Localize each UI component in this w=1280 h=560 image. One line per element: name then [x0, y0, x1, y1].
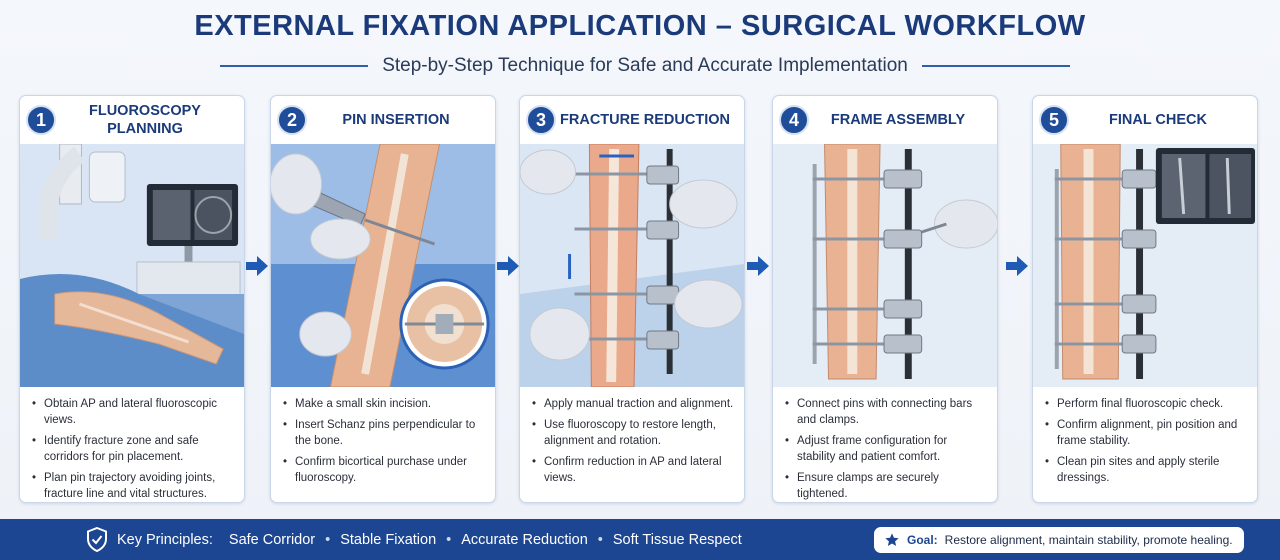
goal-label: Goal: — [907, 533, 938, 547]
step-title-line: FINAL CHECK — [1108, 112, 1207, 128]
step-card-pin-insertion: 2 PIN INSERTION Make a small ski — [270, 95, 496, 503]
step-bullets: Perform final fluoroscopic check. Confir… — [1033, 396, 1257, 491]
separator: • — [446, 531, 452, 548]
subtitle-row: Step-by-Step Technique for Safe and Accu… — [220, 54, 1071, 78]
arrow-right-icon — [1006, 256, 1028, 276]
page-subtitle: Step-by-Step Technique for Safe and Accu… — [382, 55, 908, 76]
star-icon — [885, 533, 899, 546]
arrow-right-icon — [747, 256, 769, 276]
divider-right — [921, 65, 1071, 67]
step-header: 5 FINAL CHECK — [1033, 96, 1257, 144]
list-item: Obtain AP and lateral fluoroscopic views… — [32, 396, 234, 428]
shield-check-icon — [87, 527, 107, 552]
step-card-final-check: 5 FINAL CHECK Perform fin — [1032, 95, 1258, 503]
pin-insertion-illustration — [271, 144, 495, 387]
list-item: Identify fracture zone and safe corridor… — [32, 433, 234, 465]
list-item: Ensure clamps are securely tightened. — [785, 470, 987, 502]
list-item: Confirm alignment, pin position and fram… — [1045, 417, 1247, 449]
step-bullets: Connect pins with connecting bars and cl… — [773, 396, 997, 502]
divider-left — [220, 65, 369, 67]
step-title-line: FLUOROSCOPY — [89, 103, 201, 119]
principle-item: Soft Tissue Respect — [612, 531, 742, 548]
step-header: 2 PIN INSERTION — [271, 96, 495, 144]
list-item: Perform final fluoroscopic check. — [1045, 396, 1247, 412]
goal-text: Restore alignment, maintain stability, p… — [944, 533, 1233, 547]
arrow-right-icon — [246, 256, 268, 276]
list-item: Insert Schanz pins perpendicular to the … — [283, 417, 485, 449]
step-number-badge: 3 — [526, 105, 556, 135]
final-check-illustration — [1033, 144, 1257, 387]
step-number-badge: 5 — [1039, 105, 1069, 135]
frame-assembly-illustration — [773, 144, 997, 387]
goal-box: Goal: Restore alignment, maintain stabil… — [874, 527, 1244, 553]
page-title: EXTERNAL FIXATION APPLICATION – SURGICAL… — [194, 10, 1086, 42]
separator: • — [325, 531, 331, 548]
list-item: Adjust frame configuration for stability… — [785, 433, 987, 465]
step-header: 1 FLUOROSCOPY PLANNING — [20, 96, 244, 144]
step-title: FINAL CHECK — [1069, 111, 1257, 129]
step-title: FRAME ASSEMBLY — [809, 111, 997, 129]
step-title-line: FRAME ASSEMBLY — [830, 112, 966, 128]
principle-item: Safe Corridor — [228, 531, 316, 548]
separator: • — [597, 531, 603, 548]
step-header: 3 FRACTURE REDUCTION — [520, 96, 744, 144]
principle-item: Stable Fixation — [340, 531, 437, 548]
step-number-badge: 2 — [277, 105, 307, 135]
arrow-right-icon — [497, 256, 519, 276]
step-title: PIN INSERTION — [307, 111, 495, 129]
list-item: Connect pins with connecting bars and cl… — [785, 396, 987, 428]
list-item: Confirm bicortical purchase under fluoro… — [283, 454, 485, 486]
list-item: Apply manual traction and alignment. — [532, 396, 734, 412]
list-item: Make a small skin incision. — [283, 396, 485, 412]
step-bullets: Make a small skin incision. Insert Schan… — [271, 396, 495, 491]
step-number-badge: 1 — [26, 105, 56, 135]
step-title: FLUOROSCOPY PLANNING — [56, 102, 244, 138]
step-card-fracture-reduction: 3 FRACTURE REDUCTION — [519, 95, 745, 503]
key-principles: Key Principles: Safe Corridor • Stable F… — [117, 519, 742, 560]
step-card-frame-assembly: 4 FRAME ASSEMBLY Connect pins with conne… — [772, 95, 998, 503]
fluoroscopy-illustration — [20, 144, 244, 387]
step-header: 4 FRAME ASSEMBLY — [773, 96, 997, 144]
step-number-badge: 4 — [779, 105, 809, 135]
step-bullets: Obtain AP and lateral fluoroscopic views… — [20, 396, 244, 502]
list-item: Clean pin sites and apply sterile dressi… — [1045, 454, 1247, 486]
list-item: Use fluoroscopy to restore length, align… — [532, 417, 734, 449]
principle-item: Accurate Reduction — [461, 531, 588, 548]
step-title-line: FRACTURE REDUCTION — [560, 112, 730, 128]
step-card-fluoroscopy-planning: 1 FLUOROSCOPY PLANNING Obt — [19, 95, 245, 503]
step-title-line: PIN INSERTION — [342, 112, 450, 128]
footer-bar: Key Principles: Safe Corridor • Stable F… — [0, 519, 1280, 560]
step-title-line: PLANNING — [107, 121, 183, 137]
list-item: Plan pin trajectory avoiding joints, fra… — [32, 470, 234, 502]
step-bullets: Apply manual traction and alignment. Use… — [520, 396, 744, 491]
fracture-reduction-illustration — [520, 144, 744, 387]
principles-label: Key Principles: — [117, 531, 213, 548]
list-item: Confirm reduction in AP and lateral view… — [532, 454, 734, 486]
step-title: FRACTURE REDUCTION — [556, 111, 744, 129]
